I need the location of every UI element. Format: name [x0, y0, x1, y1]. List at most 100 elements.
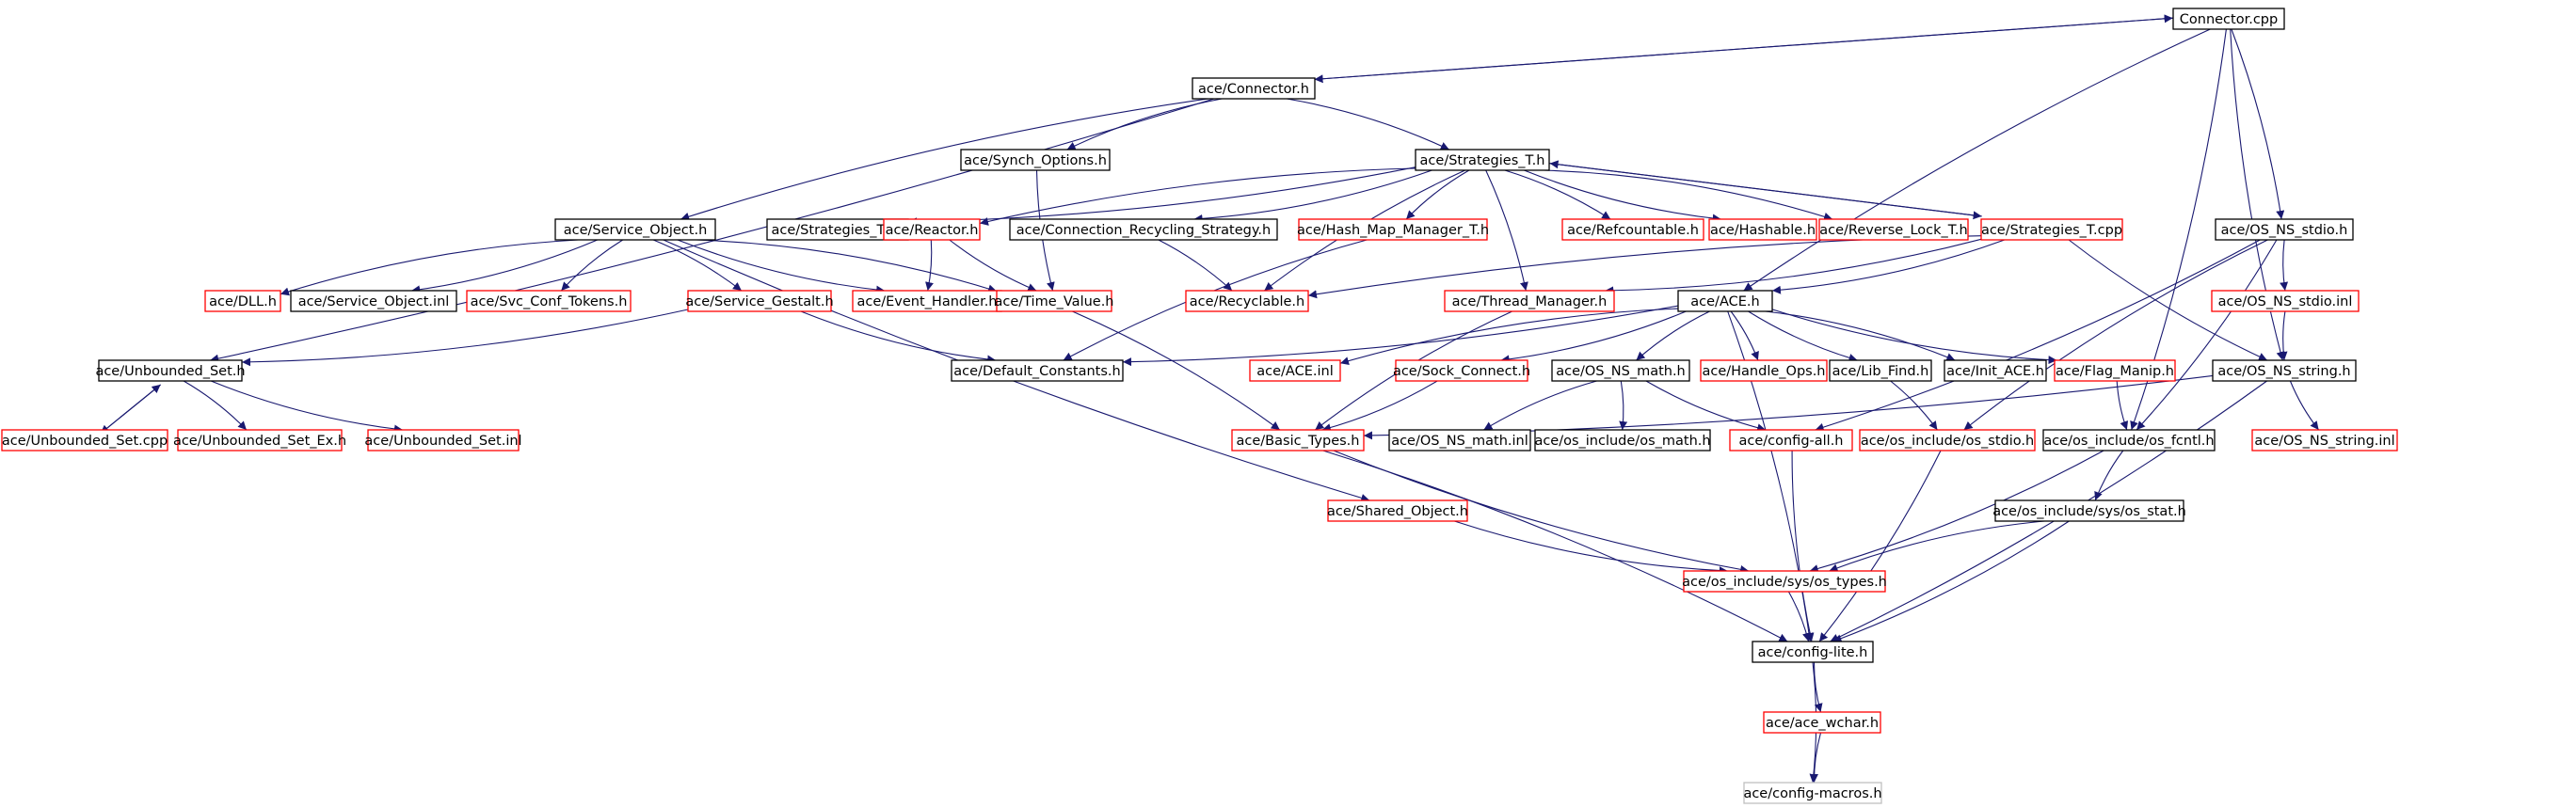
edge-service_gestalt_h-to-default_constants_h: [800, 310, 997, 364]
node-config_all_h[interactable]: ace/config-all.h: [1729, 429, 1853, 452]
node-os_ns_string_inl[interactable]: ace/OS_NS_string.inl: [2251, 429, 2398, 452]
node-box-basic_types_h: [1231, 429, 1365, 452]
edge-service_object_h-to-svc_conf_tokens_h: [560, 239, 623, 292]
edge-conn_recycling_h-to-recyclable_h: [1158, 239, 1233, 292]
node-label-os_ns_stdio_h: ace/OS_NS_stdio.h: [2221, 223, 2348, 238]
edge-os_ns_string_h-to-basic_types_h: [1363, 374, 2214, 440]
node-box-refcountable_h: [1561, 218, 1704, 241]
node-unbounded_set_inl[interactable]: ace/Unbounded_Set.inl: [364, 429, 522, 452]
edge-os_include_os_fcntl_h-to-os_include_sys_os_types_h: [1809, 450, 2104, 573]
node-hash_map_manager_h[interactable]: ace/Hash_Map_Manager_T.h: [1297, 218, 1489, 241]
node-refcountable_h[interactable]: ace/Refcountable.h: [1561, 218, 1704, 241]
node-handle_ops_h[interactable]: ace/Handle_Ops.h: [1700, 359, 1828, 382]
edge-os_ns_stdio_inl-to-os_ns_string_h: [2279, 310, 2288, 361]
edge-service_object_h-to-service_object_inl: [411, 239, 599, 294]
edge-ace_wchar_h-to-config_macros_h: [1809, 732, 1822, 784]
node-hashable_h[interactable]: ace/Hashable.h: [1708, 218, 1817, 241]
node-service_object_h[interactable]: ace/Service_Object.h: [554, 218, 716, 241]
node-label-unbounded_set_ex_h: ace/Unbounded_Set_Ex.h: [173, 434, 346, 449]
node-box-recyclable_h: [1185, 290, 1309, 312]
node-unbounded_set_cpp[interactable]: ace/Unbounded_Set.cpp: [1, 429, 168, 452]
node-label-unbounded_set_h: ace/Unbounded_Set.h: [95, 364, 245, 379]
node-os_include_os_stdio_h[interactable]: ace/os_include/os_stdio.h: [1859, 429, 2036, 452]
edge-service_gestalt_h-to-unbounded_set_h: [241, 309, 689, 367]
node-os_ns_stdio_h[interactable]: ace/OS_NS_stdio.h: [2215, 218, 2354, 241]
node-label-ace_inl: ace/ACE.inl: [1256, 364, 1333, 379]
node-recyclable_h[interactable]: ace/Recyclable.h: [1185, 290, 1309, 312]
node-conn_recycling_h[interactable]: ace/Connection_Recycling_Strategy.h: [1009, 218, 1278, 241]
node-box-service_gestalt_h: [687, 290, 832, 312]
node-dll_h[interactable]: ace/DLL.h: [204, 290, 281, 312]
node-box-lib_find_h: [1829, 359, 1932, 382]
edge-config_lite_h-to-ace_wchar_h: [1813, 661, 1823, 713]
node-svc_conf_tokens_h[interactable]: ace/Svc_Conf_Tokens.h: [466, 290, 632, 312]
node-os_ns_math_inl[interactable]: ace/OS_NS_math.inl: [1388, 429, 1531, 452]
node-box-shared_object_h: [1327, 499, 1468, 522]
node-os_include_sys_os_stat_h[interactable]: ace/os_include/sys/os_stat.h: [1992, 499, 2186, 522]
edge-os_ns_stdio_h-to-os_include_os_stdio_h: [1963, 239, 2268, 431]
node-ace_h[interactable]: ace/ACE.h: [1677, 290, 1773, 312]
node-os_ns_string_h[interactable]: ace/OS_NS_string.h: [2212, 359, 2357, 382]
node-init_ace_h[interactable]: ace/Init_ACE.h: [1944, 359, 2047, 382]
node-connector_h[interactable]: ace/Connector.h: [1192, 77, 1316, 100]
edge-strategies_t_h-to-hash_map_manager_h: [1405, 169, 1470, 220]
node-label-dll_h: ace/DLL.h: [209, 294, 277, 309]
node-box-service_object_h: [554, 218, 716, 241]
node-unbounded_set_h[interactable]: ace/Unbounded_Set.h: [95, 359, 246, 382]
node-os_include_sys_os_types_h[interactable]: ace/os_include/sys/os_types.h: [1682, 570, 1887, 593]
node-synch_options_h[interactable]: ace/Synch_Options.h: [960, 149, 1111, 171]
node-label-flag_manip_h: ace/Flag_Manip.h: [2056, 364, 2174, 379]
node-label-thread_manager_h: ace/Thread_Manager.h: [1452, 294, 1608, 309]
node-label-ace_h: ace/ACE.h: [1690, 294, 1759, 309]
node-box-unbounded_set_inl: [367, 429, 520, 452]
node-reactor_h[interactable]: ace/Reactor.h: [883, 218, 981, 241]
edge-lib_find_h-to-os_include_os_stdio_h: [1890, 380, 1938, 431]
node-strategies_t_h[interactable]: ace/Strategies_T.h: [1415, 149, 1550, 171]
node-ace_wchar_h[interactable]: ace/ace_wchar.h: [1763, 711, 1881, 734]
edge-ace_h-to-sock_connect_h: [1500, 310, 1687, 364]
node-os_ns_math_h[interactable]: ace/OS_NS_math.h: [1551, 359, 1690, 382]
edge-os_ns_stdio_h-to-os_include_os_fcntl_h: [2136, 239, 2278, 431]
node-reverse_lock_h[interactable]: ace/Reverse_Lock_T.h: [1818, 218, 1969, 241]
node-thread_manager_h[interactable]: ace/Thread_Manager.h: [1444, 290, 1615, 312]
node-service_object_inl[interactable]: ace/Service_Object.inl: [290, 290, 457, 312]
edge-os_include_sys_os_stat_h-to-config_lite_h: [1832, 520, 2070, 643]
node-box-os_ns_stdio_inl: [2211, 290, 2360, 312]
node-config_lite_h[interactable]: ace/config-lite.h: [1752, 641, 1874, 663]
node-ace_inl[interactable]: ace/ACE.inl: [1249, 359, 1341, 382]
node-box-os_include_sys_os_types_h: [1683, 570, 1886, 593]
node-box-ace_h: [1677, 290, 1773, 312]
edge-sock_connect_h-to-basic_types_h: [1321, 380, 1438, 432]
node-unbounded_set_ex_h[interactable]: ace/Unbounded_Set_Ex.h: [173, 429, 346, 452]
edge-strategies_t_h-to-hashable_h: [1524, 169, 1721, 223]
node-default_constants_h[interactable]: ace/Default_Constants.h: [951, 359, 1124, 382]
node-box-os_include_sys_os_stat_h: [1994, 499, 2184, 522]
node-box-unbounded_set_ex_h: [177, 429, 343, 452]
node-os_ns_stdio_inl[interactable]: ace/OS_NS_stdio.inl: [2211, 290, 2360, 312]
node-label-strategies_t_h: ace/Strategies_T.h: [1420, 153, 1545, 168]
node-time_value_h[interactable]: ace/Time_Value.h: [994, 290, 1114, 312]
node-shared_object_h[interactable]: ace/Shared_Object.h: [1327, 499, 1468, 522]
node-label-init_ace_h: ace/Init_ACE.h: [1946, 364, 2044, 379]
edge-strategies_t_cpp-to-os_ns_string_h: [2068, 239, 2268, 361]
node-strategies_t_inl[interactable]: ace/Strategies_T.inl: [766, 218, 909, 241]
node-label-service_object_inl: ace/Service_Object.inl: [298, 294, 450, 309]
edge-connector_cpp-to-os_ns_stdio_h: [2231, 28, 2285, 220]
edge-service_object_h-to-dll_h: [280, 239, 579, 296]
node-lib_find_h[interactable]: ace/Lib_Find.h: [1829, 359, 1932, 382]
node-event_handler_h[interactable]: ace/Event_Handler.h: [852, 290, 1002, 312]
node-label-refcountable_h: ace/Refcountable.h: [1567, 223, 1699, 238]
node-os_include_os_fcntl_h[interactable]: ace/os_include/os_fcntl.h: [2042, 429, 2216, 452]
edge-service_object_h-to-time_value_h: [696, 239, 998, 293]
node-label-os_ns_string_inl: ace/OS_NS_string.inl: [2254, 434, 2394, 449]
node-service_gestalt_h[interactable]: ace/Service_Gestalt.h: [685, 290, 834, 312]
node-strategies_t_cpp[interactable]: ace/Strategies_T.cpp: [1980, 218, 2123, 241]
node-sock_connect_h[interactable]: ace/Sock_Connect.h: [1393, 359, 1530, 382]
node-os_include_os_math_h[interactable]: ace/os_include/os_math.h: [1534, 429, 1711, 452]
edge-basic_types_h-to-config_lite_h: [1322, 450, 1788, 642]
node-flag_manip_h[interactable]: ace/Flag_Manip.h: [2054, 359, 2176, 382]
node-basic_types_h[interactable]: ace/Basic_Types.h: [1231, 429, 1365, 452]
node-label-strategies_t_cpp: ace/Strategies_T.cpp: [1981, 223, 2122, 238]
edge-service_object_h-to-service_gestalt_h: [652, 239, 743, 292]
node-box-reactor_h: [883, 218, 981, 241]
